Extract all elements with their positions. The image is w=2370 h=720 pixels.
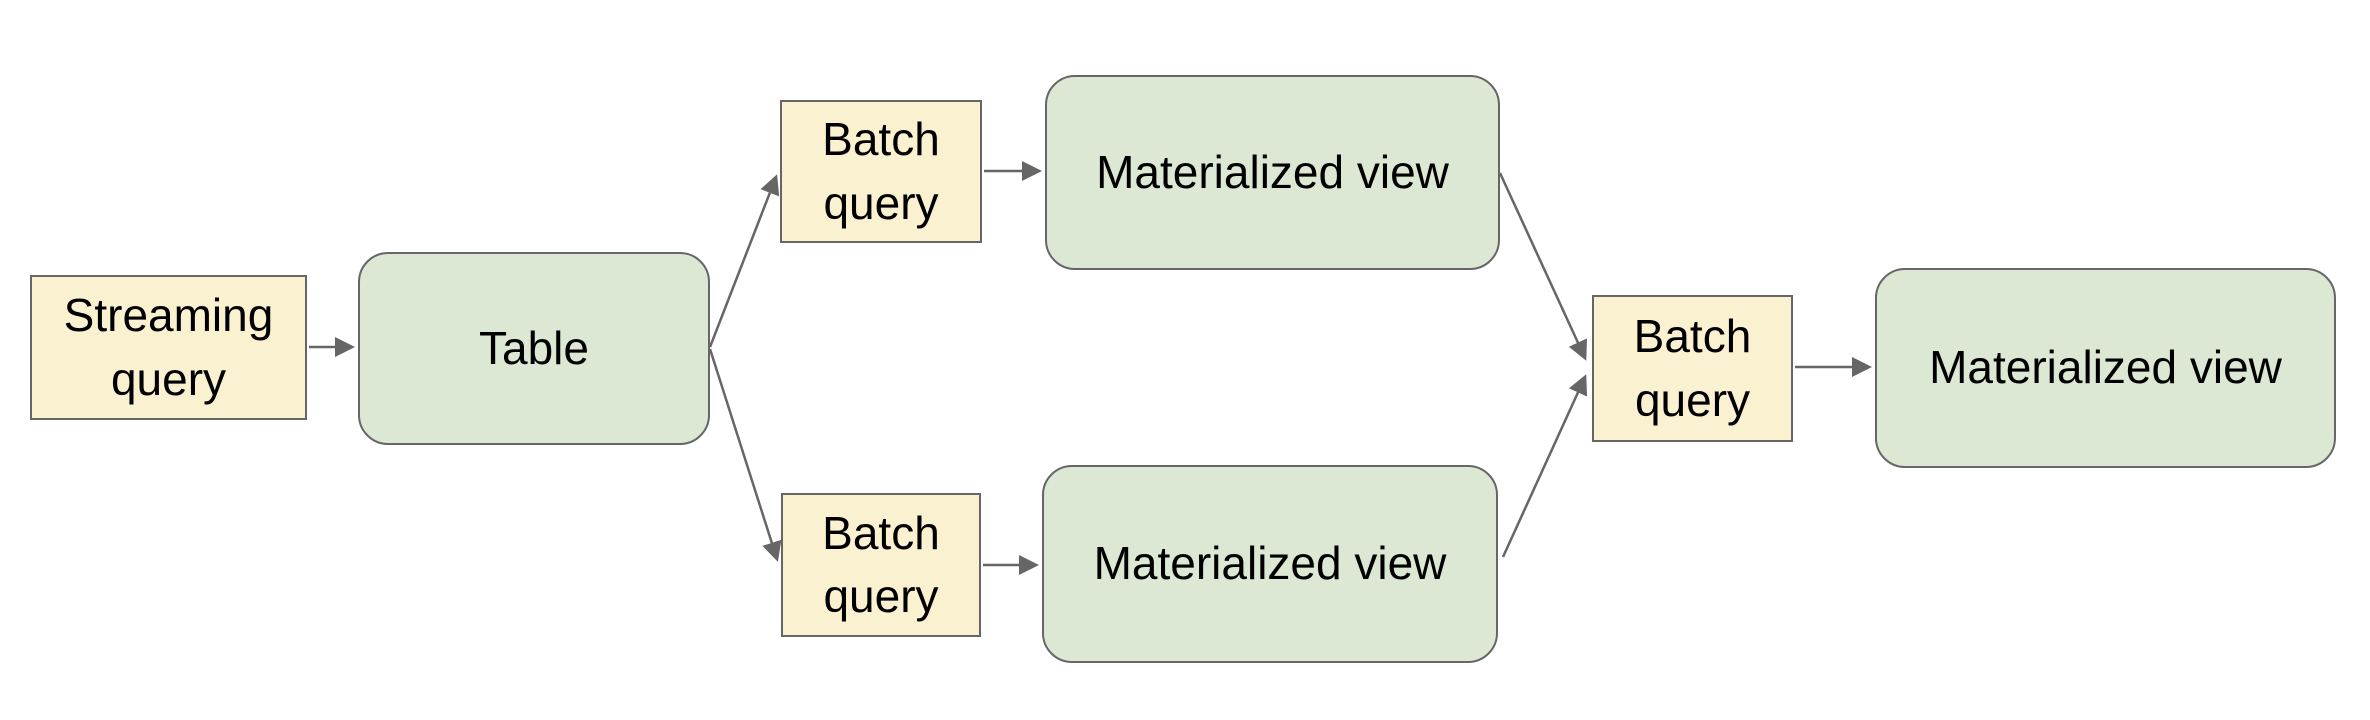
- node-table: Table: [358, 252, 710, 445]
- node-streaming-query: Streaming query: [30, 275, 307, 420]
- edge-mv-bottom-to-batch-right: [1501, 374, 1588, 558]
- node-batch-query-bottom: Batch query: [781, 493, 981, 637]
- node-batch-query-right: Batch query: [1592, 295, 1793, 442]
- edge-table-to-batch-bottom: [708, 348, 782, 562]
- node-label: Materialized view: [1929, 341, 2282, 394]
- edge-table-to-batch-top: [708, 174, 780, 348]
- node-label: Batch query: [1633, 310, 1752, 426]
- node-label: Streaming query: [63, 289, 274, 405]
- node-materialized-view-right: Materialized view: [1875, 268, 2336, 468]
- node-label: Batch query: [822, 506, 940, 622]
- node-label: Table: [479, 321, 589, 374]
- node-materialized-view-top: Materialized view: [1045, 75, 1500, 270]
- node-label: Materialized view: [1093, 537, 1447, 590]
- node-batch-query-top: Batch query: [780, 100, 982, 243]
- node-label: Batch query: [822, 113, 940, 229]
- node-materialized-view-bottom: Materialized view: [1042, 465, 1498, 663]
- node-label: Materialized view: [1096, 145, 1449, 198]
- edge-mv-top-to-batch-right: [1498, 172, 1587, 361]
